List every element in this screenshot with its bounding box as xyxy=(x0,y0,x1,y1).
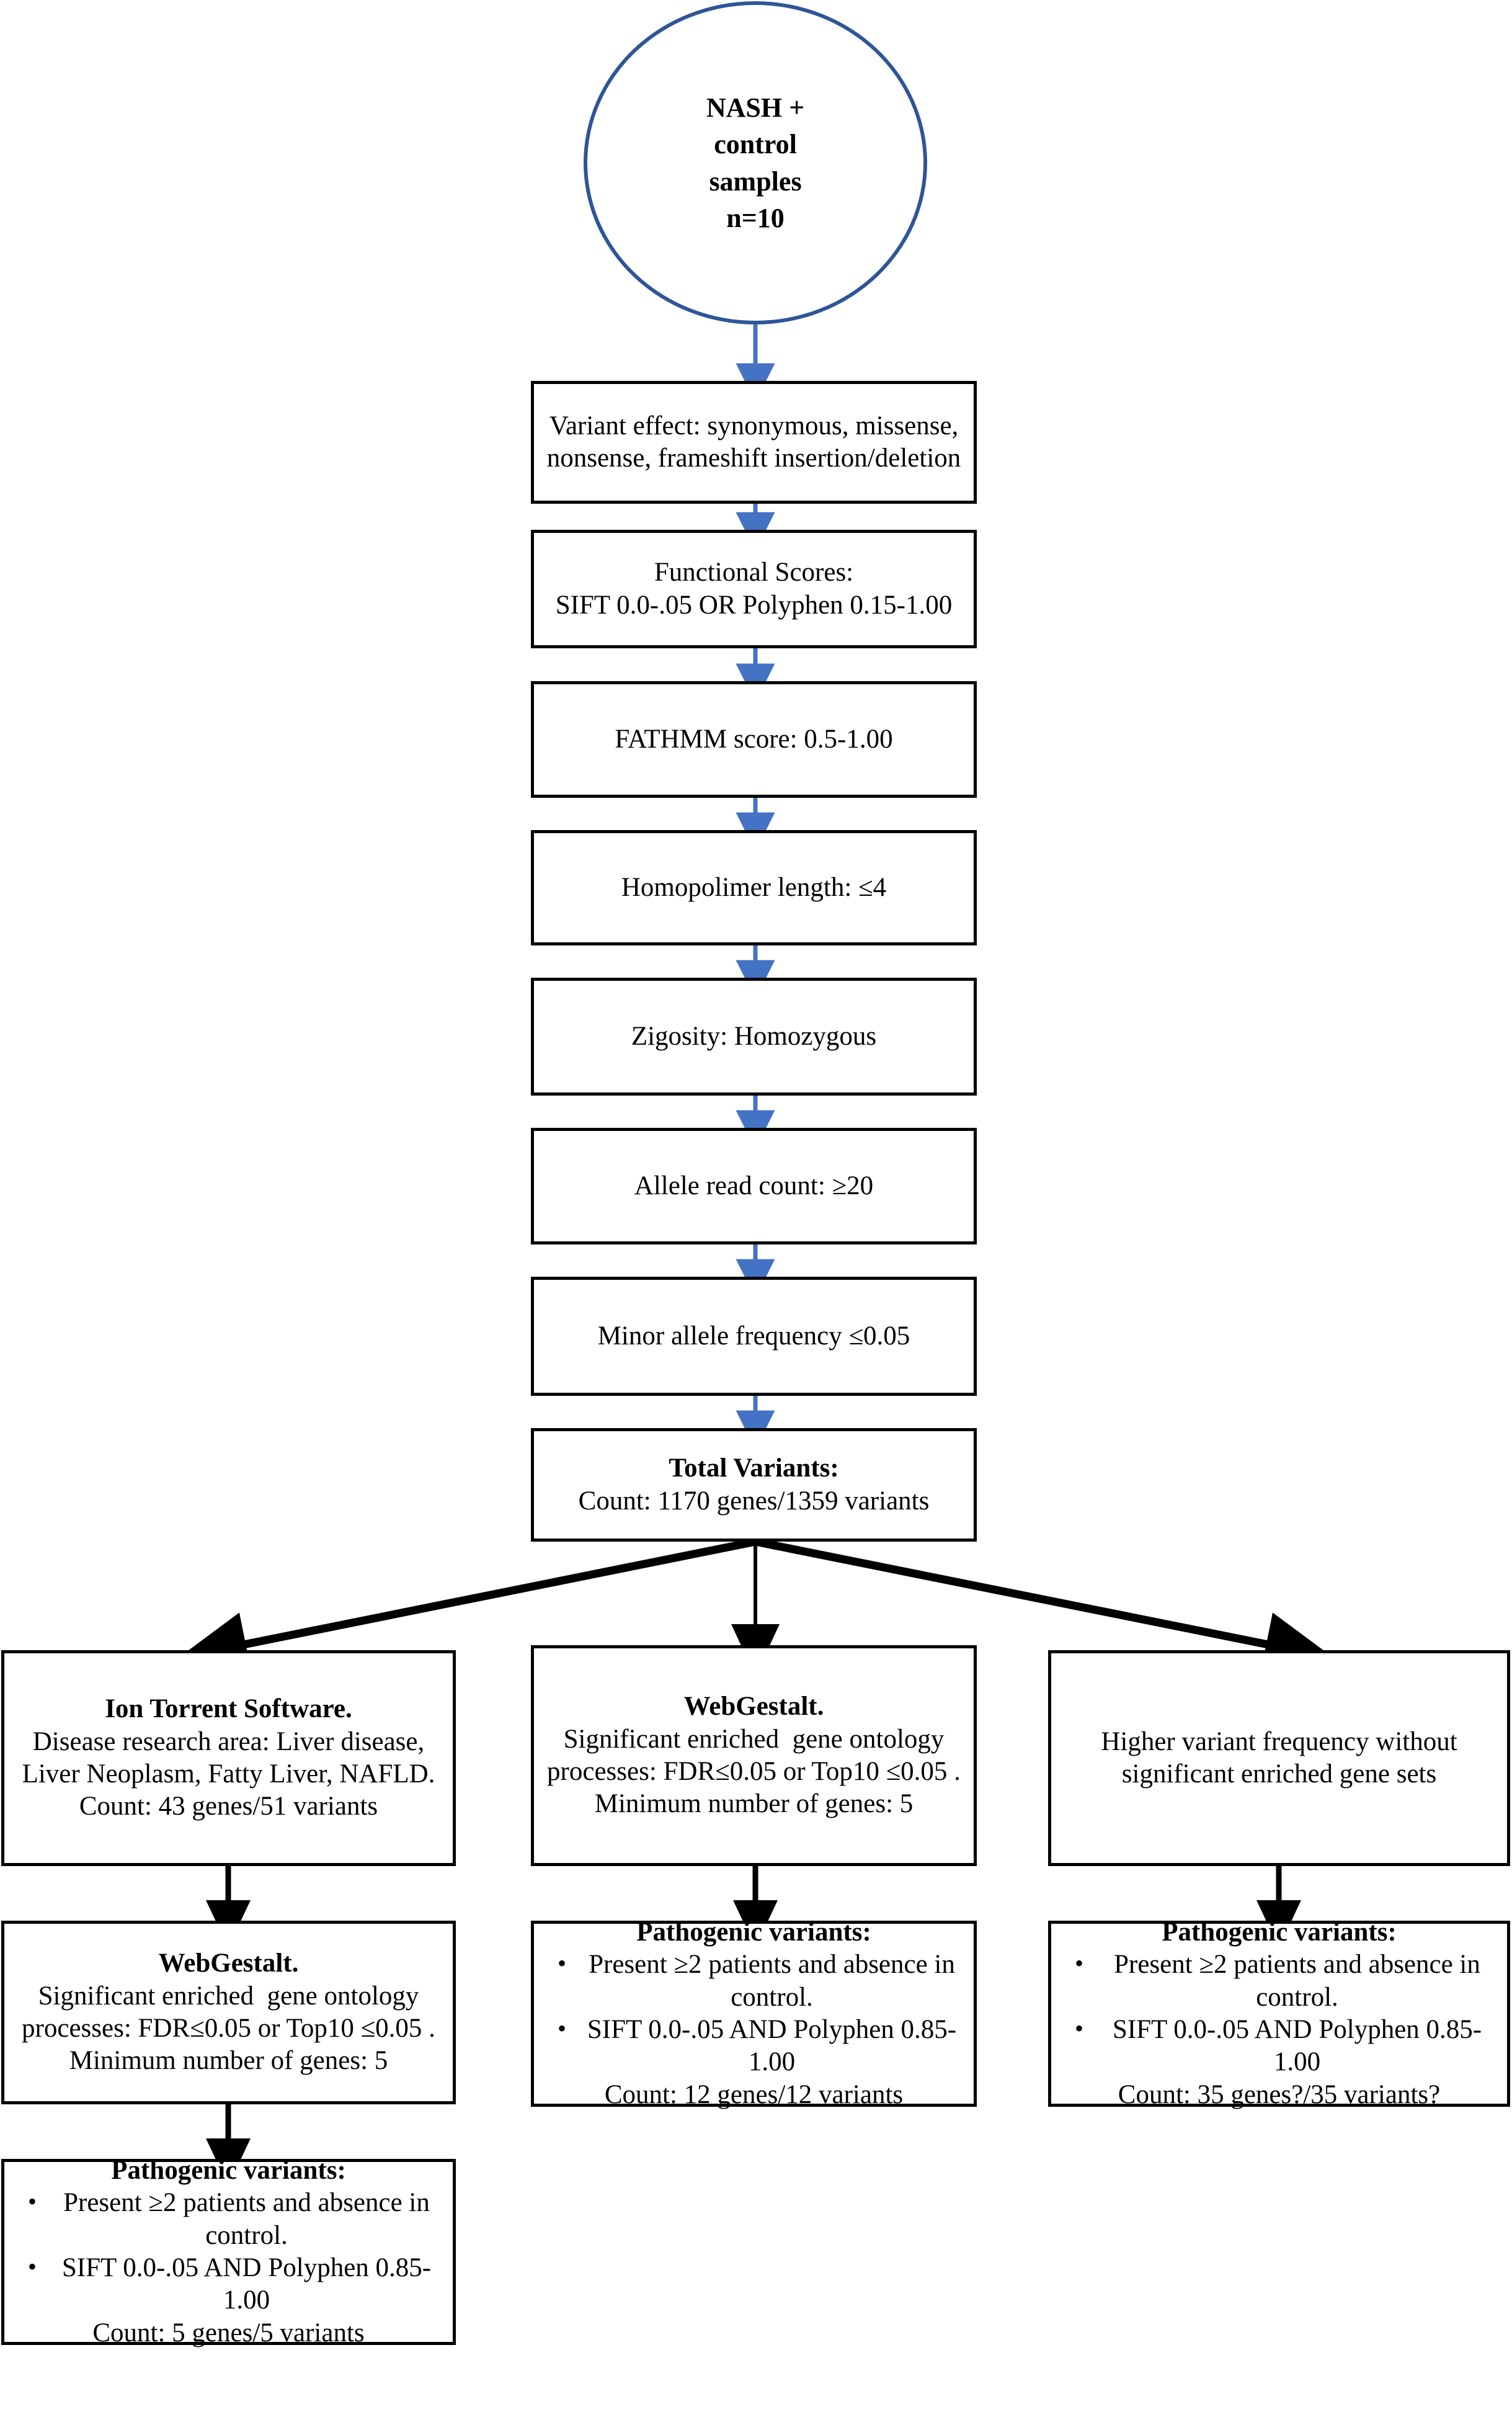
branch-arrow-group xyxy=(178,1537,1334,1676)
pathogenic-left-count: Count: 5 genes/5 variants xyxy=(92,2318,365,2347)
pathogenic-left-bullet-2-text: SIFT 0.0-.05 AND Polyphen 0.85-1.00 xyxy=(61,2253,432,2315)
functional-scores-text: SIFT 0.0-.05 OR Polyphen 0.15-1.00 xyxy=(555,590,953,620)
pathogenic-middle-bullet-2: • SIFT 0.0-.05 AND Polyphen 0.85-1.00 xyxy=(534,2014,974,2079)
node-functional-scores[interactable]: Functional Scores: SIFT 0.0-.05 OR Polyp… xyxy=(531,530,977,648)
webgestalt-middle-title: WebGestalt. xyxy=(683,1692,824,1722)
zigosity-text: Zigosity: Homozygous xyxy=(631,1021,877,1051)
ion-torrent-count: Count: 43 genes/51 variants xyxy=(79,1792,378,1821)
samples-line-4: n=10 xyxy=(726,202,785,233)
higher-variant-frequency-text: Higher variant frequency without signifi… xyxy=(1101,1726,1464,1789)
homopolimer-text: Homopolimer length: ≤4 xyxy=(621,872,887,902)
bullet-icon: • xyxy=(1075,2014,1084,2042)
pathogenic-middle-bullet-2-text: SIFT 0.0-.05 AND Polyphen 0.85-1.00 xyxy=(587,2015,957,2077)
node-ion-torrent[interactable]: Ion Torrent Software. Disease research a… xyxy=(1,1650,456,1866)
allele-read-count-text: Allele read count: ≥20 xyxy=(634,1171,874,1200)
bullet-icon: • xyxy=(558,2014,567,2042)
node-minor-allele-frequency[interactable]: Minor allele frequency ≤0.05 xyxy=(531,1277,977,1396)
ion-torrent-disease-area: Disease research area: Liver disease, Li… xyxy=(22,1726,435,1789)
pathogenic-right-count: Count: 35 genes?/35 variants? xyxy=(1118,2079,1441,2109)
pathogenic-middle-bullet-1: • Present ≥2 patients and absence in con… xyxy=(534,1949,974,2014)
samples-line-3: samples xyxy=(709,166,802,197)
bullet-icon: • xyxy=(28,2187,37,2216)
pathogenic-middle-title: Pathogenic variants: xyxy=(636,1917,871,1947)
variant-effect-text: Variant effect: synonymous, missense, no… xyxy=(546,411,966,473)
pathogenic-middle-count: Count: 12 genes/12 variants xyxy=(604,2079,904,2109)
node-fathmm[interactable]: FATHMM score: 0.5-1.00 xyxy=(531,681,977,798)
webgestalt-left-title: WebGestalt. xyxy=(158,1949,299,1978)
bullet-icon: • xyxy=(1075,1949,1084,1978)
ion-torrent-title: Ion Torrent Software. xyxy=(105,1694,352,1724)
node-samples[interactable]: NASH + control samples n=10 xyxy=(584,1,927,324)
minor-allele-frequency-text: Minor allele frequency ≤0.05 xyxy=(597,1321,910,1351)
node-variant-effect[interactable]: Variant effect: synonymous, missense, no… xyxy=(531,381,977,504)
node-webgestalt-left[interactable]: WebGestalt. Significant enriched gene on… xyxy=(1,1921,456,2104)
node-pathogenic-middle[interactable]: Pathogenic variants: • Present ≥2 patien… xyxy=(531,1918,977,2109)
node-higher-variant-frequency[interactable]: Higher variant frequency without signifi… xyxy=(1048,1650,1510,1866)
pathogenic-left-bullet-1: • Present ≥2 patients and absence in con… xyxy=(4,2187,453,2252)
webgestalt-middle-min-genes: Minimum number of genes: 5 xyxy=(594,1789,914,1819)
samples-line-2: control xyxy=(714,129,797,160)
node-allele-read-count[interactable]: Allele read count: ≥20 xyxy=(531,1128,977,1244)
node-zigosity[interactable]: Zigosity: Homozygous xyxy=(531,978,977,1096)
pathogenic-right-bullet-2-text: SIFT 0.0-.05 AND Polyphen 0.85-1.00 xyxy=(1112,2015,1482,2077)
bullet-icon: • xyxy=(28,2253,37,2280)
pathogenic-right-title: Pathogenic variants: xyxy=(1162,1917,1397,1947)
pathogenic-left-bullet-1-text: Present ≥2 patients and absence in contr… xyxy=(63,2188,437,2250)
total-variants-title: Total Variants: xyxy=(669,1454,839,1483)
pathogenic-left-title: Pathogenic variants: xyxy=(111,2155,346,2185)
pathogenic-right-bullet-1: • Present ≥2 patients and absence in con… xyxy=(1051,1949,1507,2014)
node-webgestalt-middle[interactable]: WebGestalt. Significant enriched gene on… xyxy=(531,1645,977,1866)
bullet-icon: • xyxy=(558,1949,567,1978)
functional-scores-title: Functional Scores: xyxy=(654,558,854,587)
fathmm-text: FATHMM score: 0.5-1.00 xyxy=(615,724,893,754)
node-total-variants[interactable]: Total Variants: Count: 1170 genes/1359 v… xyxy=(531,1428,977,1542)
webgestalt-left-min-genes: Minimum number of genes: 5 xyxy=(69,2046,388,2076)
total-variants-count: Count: 1170 genes/1359 variants xyxy=(578,1486,930,1516)
pathogenic-left-bullet-2: • SIFT 0.0-.05 AND Polyphen 0.85-1.00 xyxy=(4,2252,453,2317)
samples-line-1: NASH + xyxy=(706,92,805,123)
pathogenic-right-bullet-2: • SIFT 0.0-.05 AND Polyphen 0.85-1.00 xyxy=(1051,2014,1507,2079)
webgestalt-left-criteria: Significant enriched gene ontology proce… xyxy=(22,1981,435,2043)
node-homopolimer[interactable]: Homopolimer length: ≤4 xyxy=(531,830,977,945)
webgestalt-middle-criteria: Significant enriched gene ontology proce… xyxy=(547,1724,961,1786)
pathogenic-middle-bullet-1-text: Present ≥2 patients and absence in contr… xyxy=(589,1950,962,2012)
node-pathogenic-left[interactable]: Pathogenic variants: • Present ≥2 patien… xyxy=(1,2156,456,2347)
pathogenic-right-bullet-1-text: Present ≥2 patients and absence in contr… xyxy=(1114,1950,1487,2012)
node-pathogenic-right[interactable]: Pathogenic variants: • Present ≥2 patien… xyxy=(1048,1918,1510,2109)
